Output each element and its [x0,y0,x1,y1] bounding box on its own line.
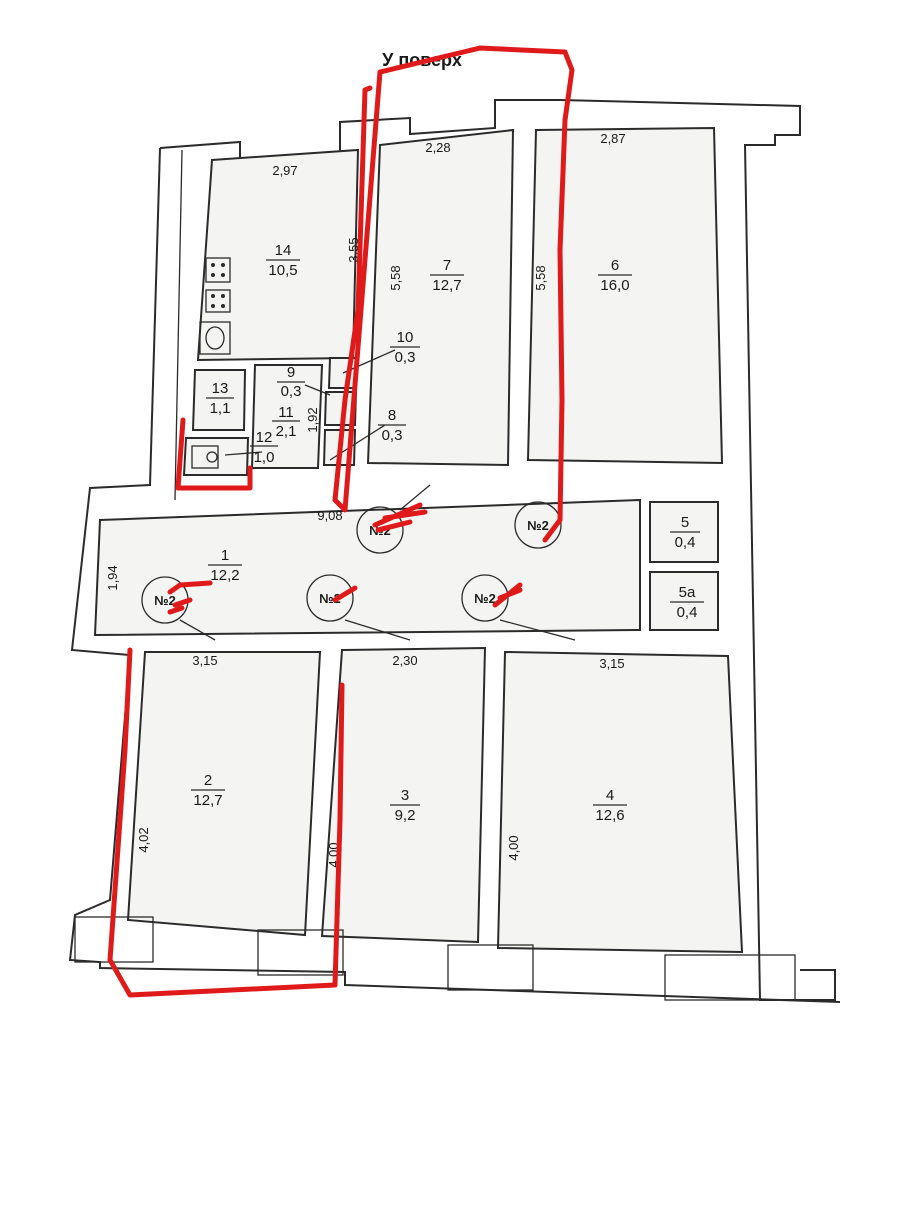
stove-icon [205,257,231,313]
room-area: 0,4 [677,604,698,621]
dimension: 2,30 [392,653,417,668]
room-number: 12 [256,429,273,446]
red-scribble [167,580,213,615]
room-2 [126,651,322,937]
room-number: 10 [397,329,414,346]
red-mark-room12 [175,417,253,491]
room-13 [191,369,247,431]
room-area: 10,5 [268,262,297,279]
toilet-icon [191,445,219,469]
red-mark-room2 [107,647,345,998]
room-number: 6 [611,257,619,274]
dimension: 1,94 [105,565,120,590]
room-number: 8 [388,407,396,424]
dimension: 1,92 [305,407,320,432]
room-7 [366,128,515,467]
apartment-marker: №2 [474,591,496,606]
room-number: 5 [681,514,689,531]
room-area: 0,3 [395,349,416,366]
dimension: 9,08 [317,508,342,523]
marker-circle [461,574,509,622]
red-scribble [332,585,358,603]
dimension: 5,58 [388,265,403,290]
room-5a [649,571,719,631]
marker-circle [514,501,562,549]
sink-icon [199,321,231,355]
room-area: 0,4 [675,534,696,551]
room-number: 3 [401,787,409,804]
room-number: 11 [278,404,294,421]
room-labels: 14 10,5 7 12,7 6 16,0 13 1,1 9 0,3 10 0,… [191,242,704,824]
dimension: 2,87 [600,131,625,146]
apartment-marker: №2 [154,593,176,608]
dimension: 2,97 [272,163,297,178]
room-number: 2 [204,772,212,789]
room-area: 0,3 [281,383,302,400]
red-scribble [492,582,523,608]
room-area: 12,2 [210,567,239,584]
room-number: 7 [443,257,451,274]
room-11 [250,364,324,469]
room-12 [182,437,250,476]
room-4 [496,650,744,954]
room-area: 12,7 [193,792,222,809]
room-number: 13 [212,380,229,397]
room-1-corridor [93,498,641,637]
room-3 [320,646,487,944]
room-number: 14 [275,242,292,259]
room-area: 12,6 [595,807,624,824]
apartment-marker: №2 [527,518,549,533]
dimension-labels: 2,97 2,28 2,87 3,55 5,58 5,58 1,92 9,08 … [105,131,626,868]
room-area: 16,0 [600,277,629,294]
room-area: 12,7 [432,277,461,294]
dimension: 3,15 [599,656,624,671]
room-area: 0,3 [382,427,403,444]
red-route-upper [332,45,575,543]
dimension: 4,02 [136,827,151,852]
marker-circle [356,506,404,554]
room-area: 9,2 [395,807,416,824]
dimension: 4,00 [506,835,521,860]
room-area: 1,0 [254,449,275,466]
room-area: 2,1 [276,423,297,440]
room-6 [526,126,724,465]
room-number: 1 [221,547,229,564]
room-number: 5а [679,584,696,601]
red-annotations [107,45,575,998]
dimension: 2,28 [425,140,450,155]
dimension: 5,58 [533,265,548,290]
red-scribble [372,502,428,533]
dimension: 3,15 [192,653,217,668]
marker-circle [306,574,354,622]
room-number: 9 [287,364,295,381]
room-area: 1,1 [210,400,231,417]
room-number: 4 [606,787,614,804]
